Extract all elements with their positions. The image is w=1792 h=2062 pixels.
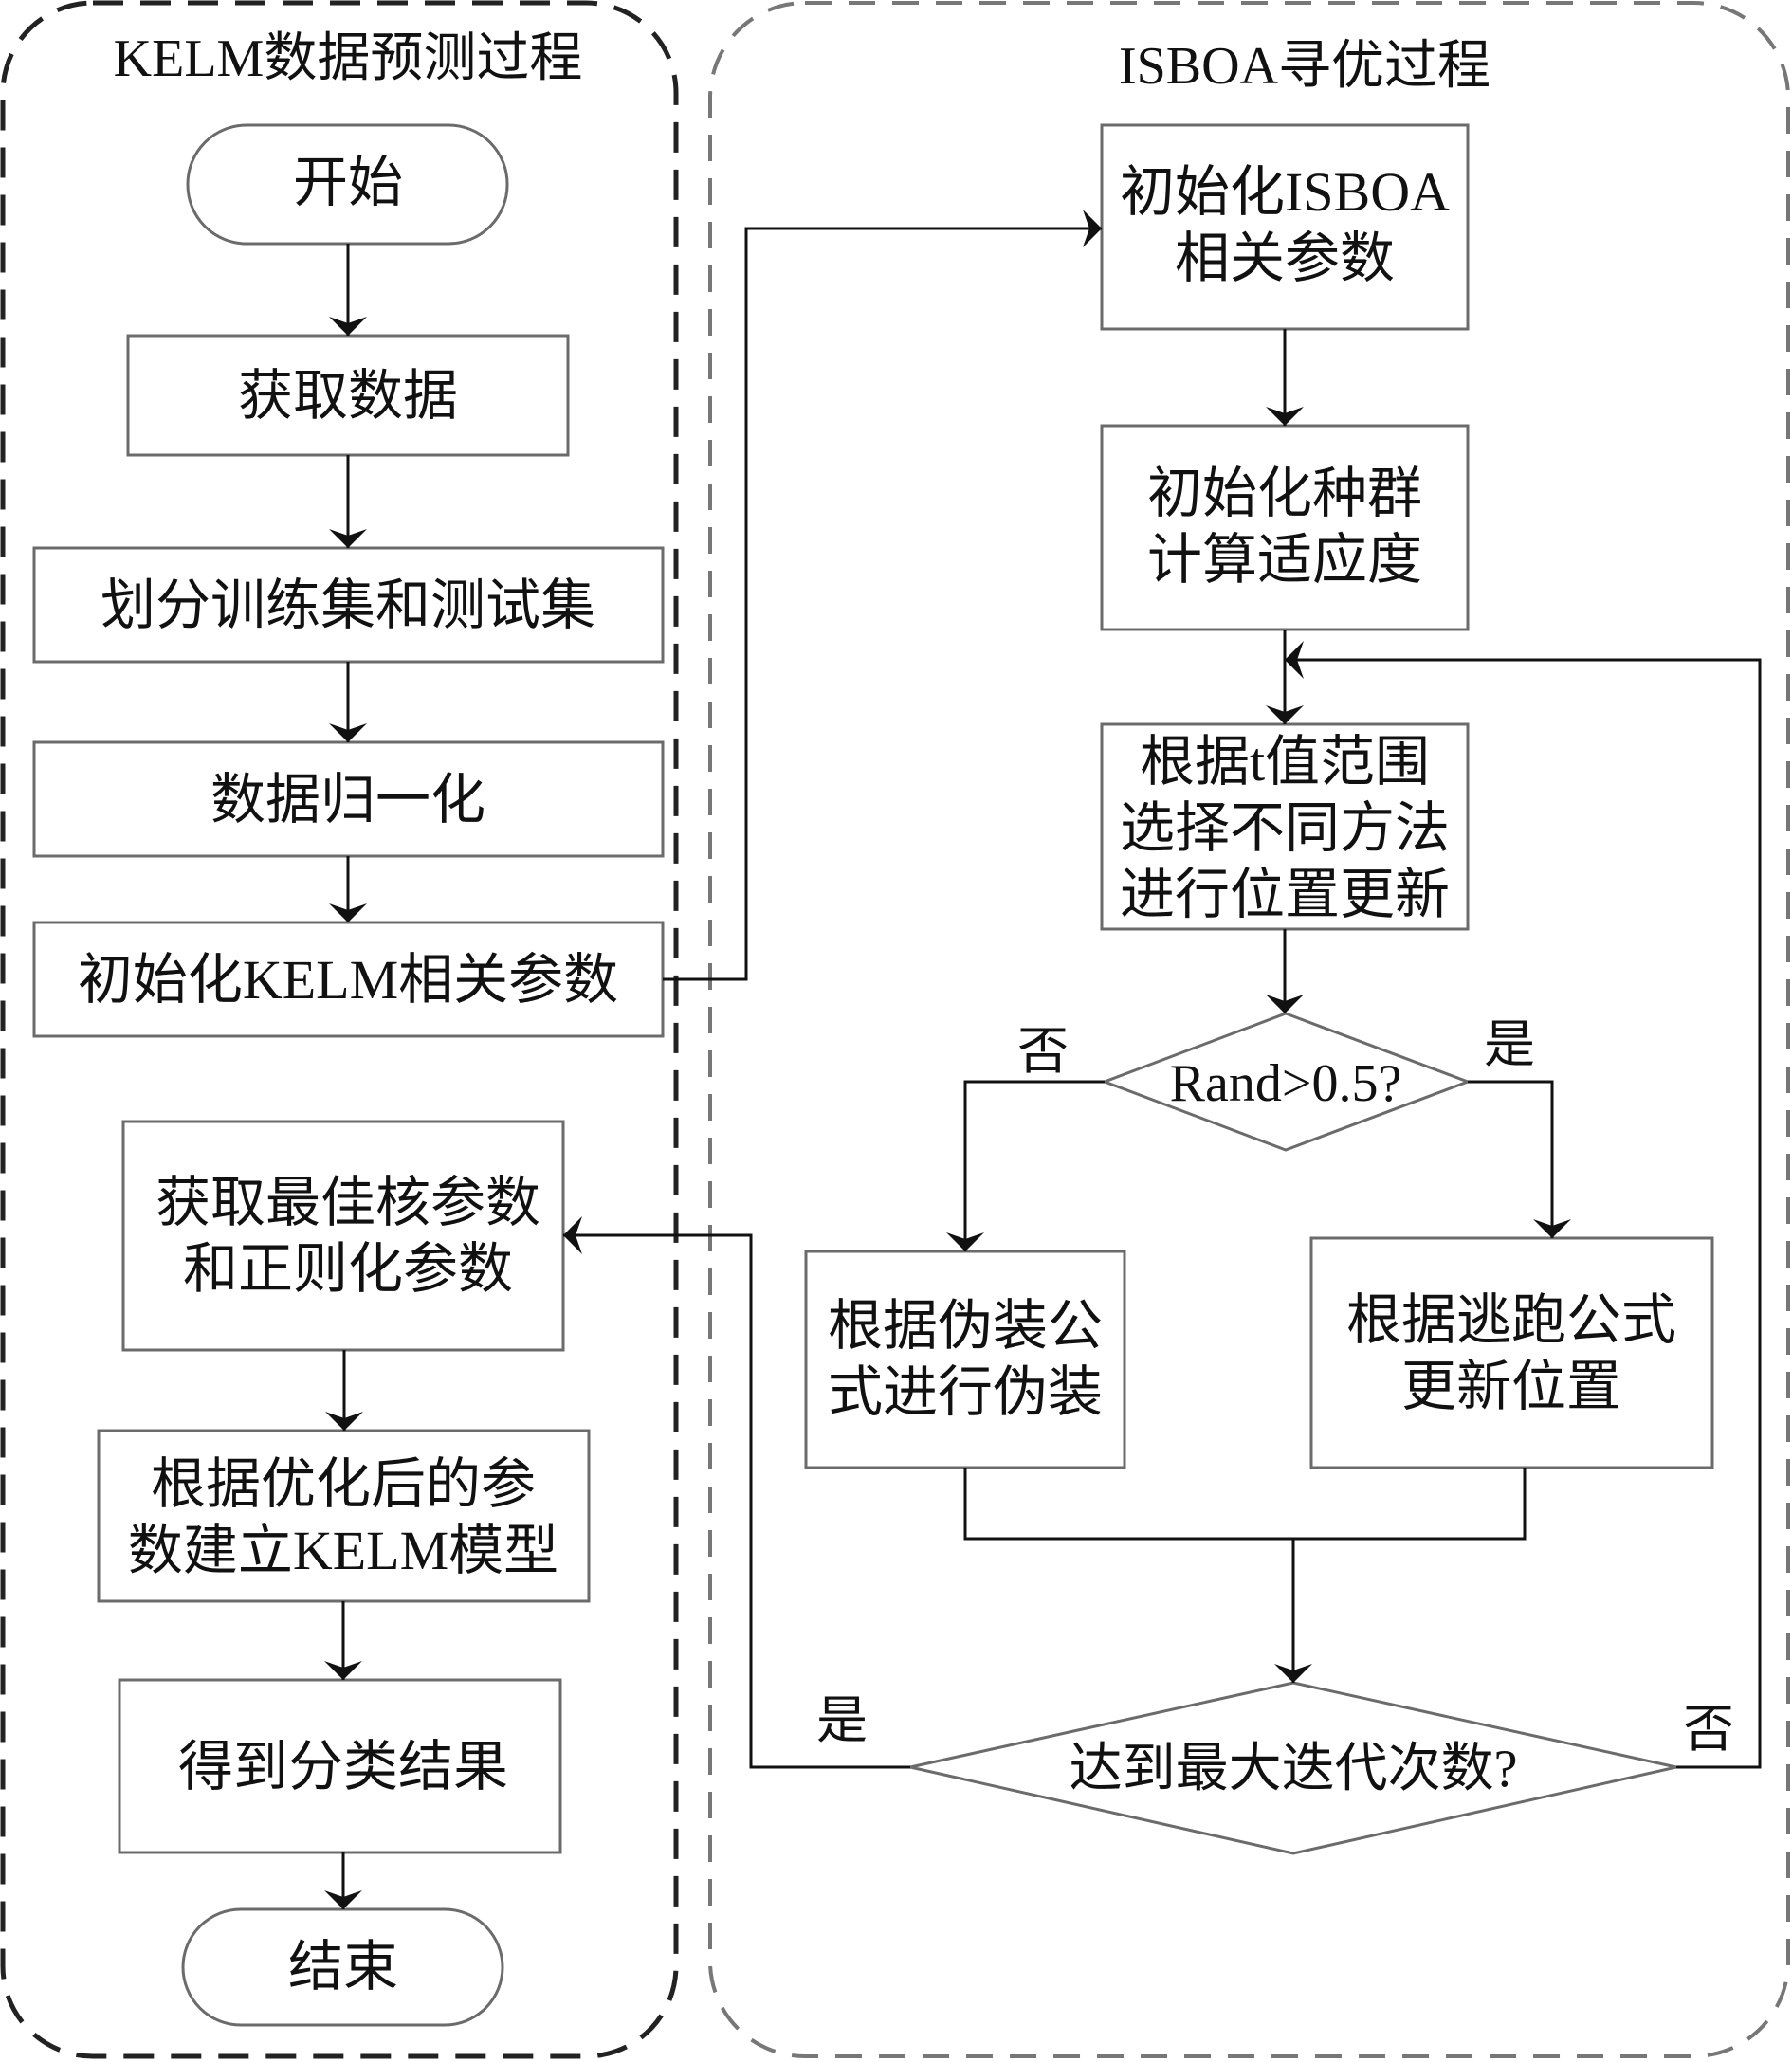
node-select-method: 根据t值范围 选择不同方法 进行位置更新 — [1100, 722, 1470, 931]
node-end-label: 结束 — [288, 1936, 398, 1998]
node-normalize: 数据归一化 — [32, 740, 665, 858]
node-init-pop-line2: 计算适应度 — [1147, 529, 1422, 591]
node-normalize-label: 数据归一化 — [210, 769, 485, 830]
node-camouflage-line2: 式进行伪装 — [828, 1361, 1103, 1423]
node-get-best: 获取最佳核参数 和正则化参数 — [121, 1120, 565, 1352]
node-select-method-line1: 根据t值范围 — [1140, 731, 1430, 793]
node-get-best-line2: 和正则化参数 — [183, 1238, 513, 1300]
node-escape-line1: 根据逃跑公式 — [1346, 1289, 1676, 1351]
node-split-label: 划分训练集和测试集 — [101, 575, 595, 636]
node-escape: 根据逃跑公式 更新位置 — [1309, 1236, 1714, 1469]
node-max-iter: 达到最大迭代次数? — [909, 1681, 1677, 1855]
node-result: 得到分类结果 — [118, 1678, 562, 1854]
node-get-best-line1: 获取最佳核参数 — [155, 1172, 540, 1233]
node-build-model: 根据优化后的参 数建立KELM模型 — [97, 1429, 591, 1603]
isboa-panel-title: ISBOA寻优过程 — [1119, 37, 1490, 96]
label-iter-yes: 是 — [816, 1692, 868, 1749]
node-rand-check: Rand>0.5? — [1100, 1012, 1472, 1152]
node-get-data-label: 获取数据 — [238, 365, 458, 427]
kelm-panel-title: KELM数据预测过程 — [114, 29, 583, 88]
node-start-label: 开始 — [293, 152, 403, 213]
node-max-iter-label: 达到最大迭代次数? — [1070, 1740, 1518, 1798]
edge-rand-camouflage — [946, 1080, 1105, 1251]
isboa-panel-border — [708, 1, 1790, 2058]
node-camouflage: 根据伪装公 式进行伪装 — [804, 1250, 1126, 1469]
node-init-isboa-line1: 初始化ISBOA — [1120, 161, 1450, 223]
label-rand-yes: 是 — [1484, 1016, 1535, 1073]
node-init-kelm: 初始化KELM相关参数 — [32, 921, 665, 1038]
node-select-method-line3: 进行位置更新 — [1120, 864, 1450, 925]
node-rand-check-label: Rand>0.5? — [1170, 1054, 1402, 1113]
edge-maxiter-getbest — [563, 1216, 910, 1769]
node-escape-line2: 更新位置 — [1401, 1356, 1621, 1417]
node-init-pop-line1: 初始化种群 — [1147, 463, 1422, 524]
node-start: 开始 — [186, 123, 509, 246]
node-build-model-line1: 根据优化后的参 — [151, 1453, 536, 1515]
node-select-method-line2: 选择不同方法 — [1120, 797, 1450, 859]
node-get-data: 获取数据 — [126, 334, 570, 457]
edge-maxiter-loop — [1285, 641, 1762, 1769]
edge-rand-escape — [1468, 1080, 1571, 1238]
node-init-isboa: 初始化ISBOA 相关参数 — [1100, 123, 1470, 331]
kelm-panel-border — [0, 0, 679, 2059]
edge-initkelm-initisboa — [663, 210, 1102, 981]
edge-camouflage-merge — [963, 1468, 1527, 1541]
node-build-model-line2: 数建立KELM模型 — [128, 1520, 558, 1581]
node-init-pop: 初始化种群 计算适应度 — [1100, 424, 1470, 631]
node-result-label: 得到分类结果 — [178, 1736, 508, 1797]
node-init-kelm-label: 初始化KELM相关参数 — [78, 949, 618, 1011]
node-split: 划分训练集和测试集 — [32, 546, 665, 664]
label-rand-no: 否 — [1017, 1023, 1069, 1080]
node-end: 结束 — [181, 1907, 504, 2027]
label-iter-no: 否 — [1683, 1701, 1734, 1758]
node-init-isboa-line2: 相关参数 — [1175, 228, 1395, 289]
node-camouflage-line1: 根据伪装公 — [828, 1295, 1103, 1357]
